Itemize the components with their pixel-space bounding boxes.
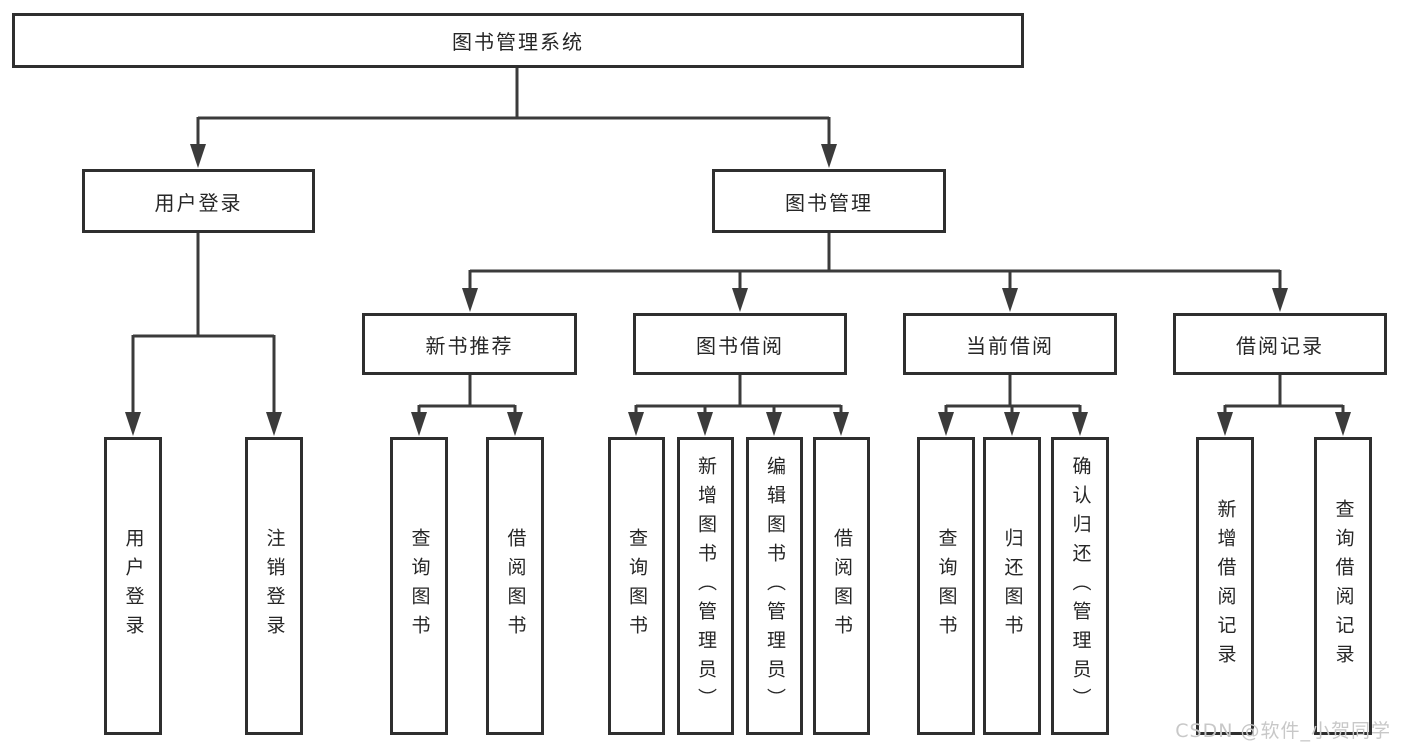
leaf-logout: 注销登录 [245, 437, 303, 735]
node-user-login: 用户登录 [82, 169, 315, 233]
leaf-label: 查询图书 [935, 528, 958, 644]
leaf-confirm-return-admin: 确认归还（管理员） [1051, 437, 1109, 735]
leaf-borrow-books-recommend: 借阅图书 [486, 437, 544, 735]
leaf-query-borrow-record: 查询借阅记录 [1314, 437, 1372, 735]
node-label: 图书管理系统 [452, 30, 584, 54]
leaf-query-books-recommend: 查询图书 [390, 437, 448, 735]
leaf-query-books-borrow: 查询图书 [608, 437, 665, 735]
leaf-label: 借阅图书 [504, 528, 527, 644]
leaf-return-books: 归还图书 [983, 437, 1041, 735]
leaf-label: 新增借阅记录 [1214, 499, 1237, 673]
node-book-borrow: 图书借阅 [633, 313, 847, 375]
leaf-add-borrow-record: 新增借阅记录 [1196, 437, 1254, 735]
leaf-label: 归还图书 [1001, 528, 1024, 644]
leaf-edit-books-admin: 编辑图书（管理员） [746, 437, 803, 735]
node-borrow-records: 借阅记录 [1173, 313, 1387, 375]
leaf-borrow-books: 借阅图书 [813, 437, 870, 735]
node-label: 借阅记录 [1236, 333, 1324, 358]
leaf-label: 查询图书 [626, 528, 648, 644]
leaf-user-login: 用户登录 [104, 437, 162, 735]
leaf-label: 确认归还（管理员） [1069, 455, 1092, 717]
leaf-label: 借阅图书 [831, 528, 853, 644]
leaf-label: 新增图书（管理员） [695, 455, 717, 717]
leaf-label: 查询借阅记录 [1332, 499, 1355, 673]
leaf-label: 编辑图书（管理员） [764, 455, 786, 717]
node-label: 图书借阅 [696, 333, 784, 358]
leaf-label: 注销登录 [263, 528, 286, 644]
node-current-borrow: 当前借阅 [903, 313, 1117, 375]
arrowhead-icons [125, 144, 1351, 436]
leaf-label: 用户登录 [122, 528, 145, 644]
node-label: 新书推荐 [425, 333, 514, 358]
csdn-watermark: CSDN @软件_小贺同学 [1175, 720, 1391, 742]
node-new-book-recommend: 新书推荐 [362, 313, 577, 375]
node-book-management: 图书管理 [712, 169, 946, 233]
leaf-label: 查询图书 [408, 528, 431, 644]
leaf-query-books-current: 查询图书 [917, 437, 975, 735]
node-book-management-system: 图书管理系统 [12, 13, 1024, 68]
node-label: 用户登录 [154, 190, 243, 215]
node-label: 图书管理 [785, 190, 873, 215]
node-label: 当前借阅 [966, 333, 1054, 358]
leaf-add-books-admin: 新增图书（管理员） [677, 437, 734, 735]
